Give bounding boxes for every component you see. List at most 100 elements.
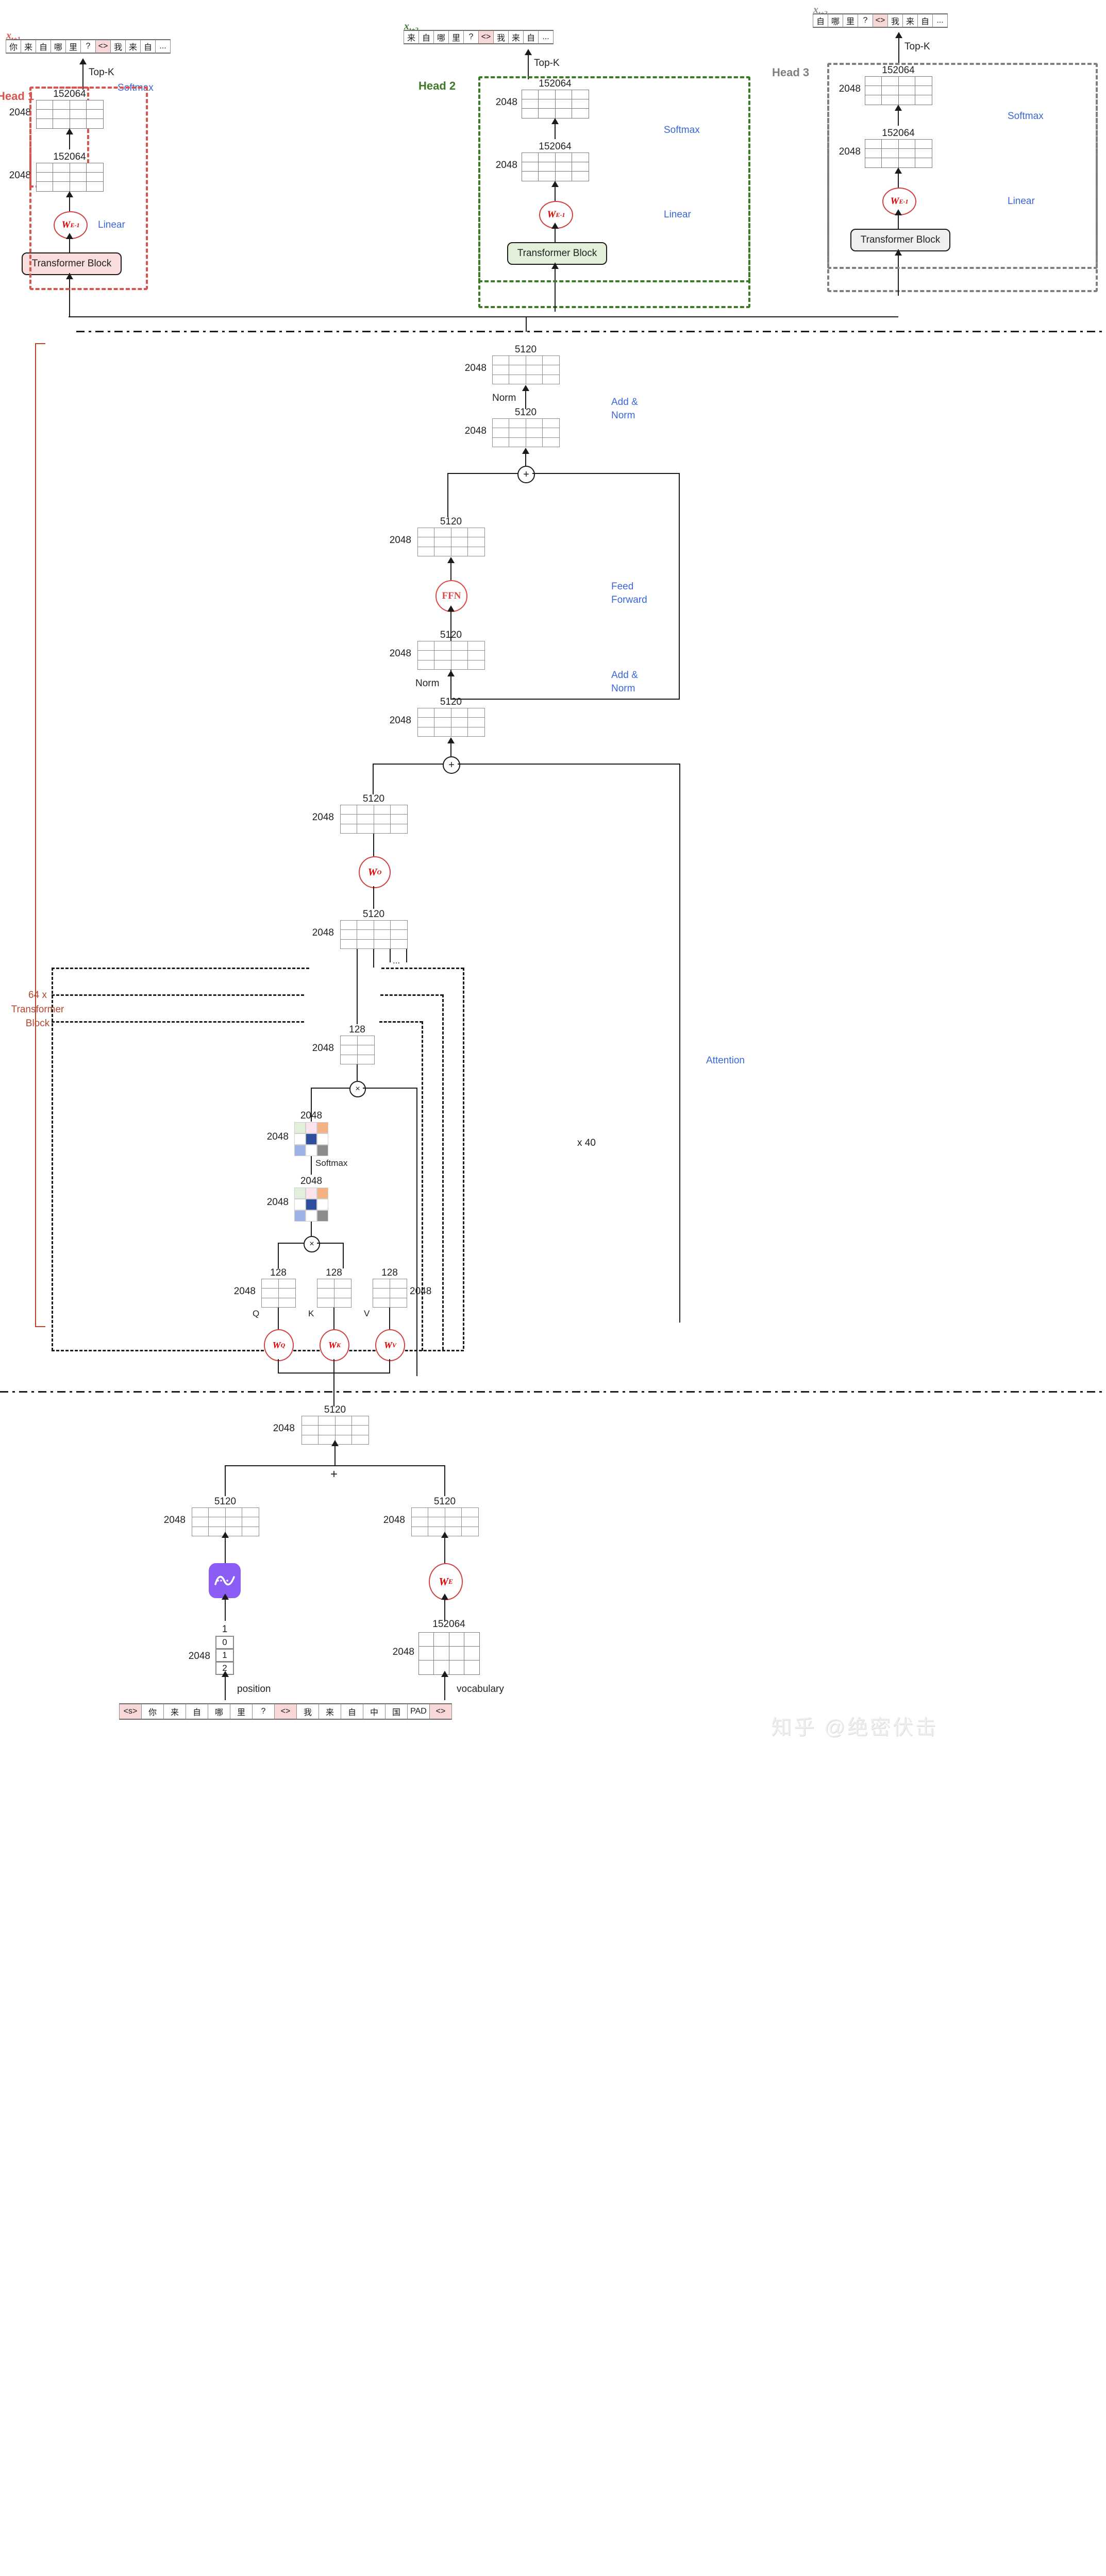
token-cell[interactable]: ? [858, 13, 873, 28]
head1-logits-dim-top: 152064 [53, 151, 86, 162]
token-cell[interactable]: 你 [6, 39, 21, 54]
matrix-cell [390, 939, 408, 950]
token-cell[interactable]: 来 [163, 1703, 186, 1720]
token-cell[interactable]: 来 [902, 13, 918, 28]
heatmap-cell [294, 1210, 306, 1222]
token-cell[interactable]: 自 [186, 1703, 208, 1720]
token-cell[interactable]: 哪 [51, 39, 66, 54]
token-cell[interactable]: 自 [140, 39, 156, 54]
token-cell[interactable]: 中 [363, 1703, 386, 1720]
matrix-cell [389, 1297, 407, 1308]
token-cell[interactable]: 国 [385, 1703, 408, 1720]
head1-topk-line [82, 63, 83, 90]
tok-emb-dim-left: 2048 [383, 1515, 405, 1526]
token-cell[interactable]: ... [155, 39, 171, 54]
head3-frame-outer [827, 63, 1098, 269]
token-cell[interactable]: 哪 [208, 1703, 230, 1720]
token-cell[interactable]: 自 [813, 13, 828, 28]
token-cell[interactable]: <> [429, 1703, 452, 1720]
ffn-bottom-bus [450, 699, 680, 700]
ffn-residual-left [448, 473, 518, 474]
heatmap-cell [306, 1188, 317, 1199]
token-cell[interactable]: 我 [887, 13, 903, 28]
matrix-cell [542, 365, 560, 375]
matrix-cell [525, 355, 543, 366]
token-cell[interactable]: ... [932, 13, 948, 28]
matrix-cell [492, 355, 509, 366]
matrix-cell [434, 527, 451, 538]
addnorm1-dim-left-top: 2048 [389, 648, 411, 659]
matrix-cell [418, 1646, 434, 1661]
matrix-cell [448, 1632, 464, 1647]
attention-label: Attention [706, 1055, 745, 1066]
token-cell[interactable]: 来 [508, 30, 524, 44]
token-cell[interactable]: 自 [36, 39, 51, 54]
ffn-out-matrix [417, 527, 485, 557]
token-cell[interactable]: 来 [125, 39, 141, 54]
token-cell[interactable]: 里 [65, 39, 81, 54]
heatmap-cell [294, 1145, 306, 1156]
embedsum-in-arrow [331, 1440, 339, 1446]
attn-residual-left-down [373, 764, 374, 794]
head2-block-line [555, 227, 556, 242]
concat-tap-2 [373, 949, 374, 968]
token-cell[interactable]: 我 [110, 39, 126, 54]
matrix-cell [467, 650, 485, 660]
head3-token-strip: 自哪里?<>我来自... [813, 13, 948, 28]
matrix-cell [461, 1507, 479, 1518]
tok-emb-matrix [411, 1507, 479, 1537]
token-cell[interactable]: 我 [296, 1703, 319, 1720]
final-norm-line [525, 389, 526, 409]
head3-block-arrow [895, 209, 902, 215]
token-cell[interactable]: 哪 [828, 13, 843, 28]
token-cell[interactable]: <> [95, 39, 111, 54]
token-cell[interactable]: 自 [523, 30, 539, 44]
token-cell[interactable]: <> [873, 13, 888, 28]
token-cell[interactable]: <> [274, 1703, 297, 1720]
token-cell[interactable]: <s> [119, 1703, 142, 1720]
token-cell[interactable]: 里 [843, 13, 858, 28]
vocab-in-arrow [441, 1671, 448, 1677]
token-cell[interactable]: PAD [407, 1703, 430, 1720]
token-cell[interactable]: <> [478, 30, 494, 44]
token-cell[interactable]: 来 [319, 1703, 341, 1720]
matrix-cell [417, 527, 434, 538]
token-cell[interactable]: 自 [341, 1703, 363, 1720]
head1-input-line [69, 273, 70, 317]
token-cell[interactable]: ? [80, 39, 96, 54]
matmul-av-left [311, 1088, 350, 1089]
token-cell[interactable]: 里 [230, 1703, 253, 1720]
matrix-cell [389, 1288, 407, 1298]
q-label: Q [253, 1309, 260, 1318]
token-cell[interactable]: 自 [418, 30, 434, 44]
token-cell[interactable]: 你 [141, 1703, 164, 1720]
token-cell[interactable]: ? [252, 1703, 275, 1720]
concat-tap-1 [357, 949, 358, 968]
wv-down [389, 1359, 390, 1372]
token-cell[interactable]: ? [463, 30, 479, 44]
head3-topk-label: Top-K [904, 41, 930, 52]
v-matrix [372, 1278, 407, 1308]
head1-transformer-block: Transformer Block [22, 252, 122, 275]
token-cell[interactable]: 哪 [433, 30, 449, 44]
matrix-cell [417, 726, 434, 737]
addnorm2-dim-left: 2048 [464, 426, 487, 436]
token-cell[interactable]: 我 [493, 30, 509, 44]
matrix-cell [450, 650, 468, 660]
matrix-cell [340, 1035, 358, 1046]
heatmap-cell [294, 1122, 306, 1133]
token-cell[interactable]: 来 [404, 30, 419, 44]
token-cell[interactable]: ... [538, 30, 554, 44]
token-cell[interactable]: 里 [448, 30, 464, 44]
v-dim-top: 128 [381, 1267, 398, 1278]
wo-in-line [373, 886, 374, 909]
matrix-cell [351, 1434, 369, 1445]
pos-table-in-arrow [222, 1671, 229, 1677]
head3-softmax-arrow [895, 105, 902, 111]
matrix-cell [509, 374, 526, 385]
matrix-cell [509, 418, 526, 429]
token-cell[interactable]: 来 [21, 39, 36, 54]
token-cell[interactable]: 自 [917, 13, 933, 28]
wo-out-dim-top: 5120 [362, 793, 385, 804]
